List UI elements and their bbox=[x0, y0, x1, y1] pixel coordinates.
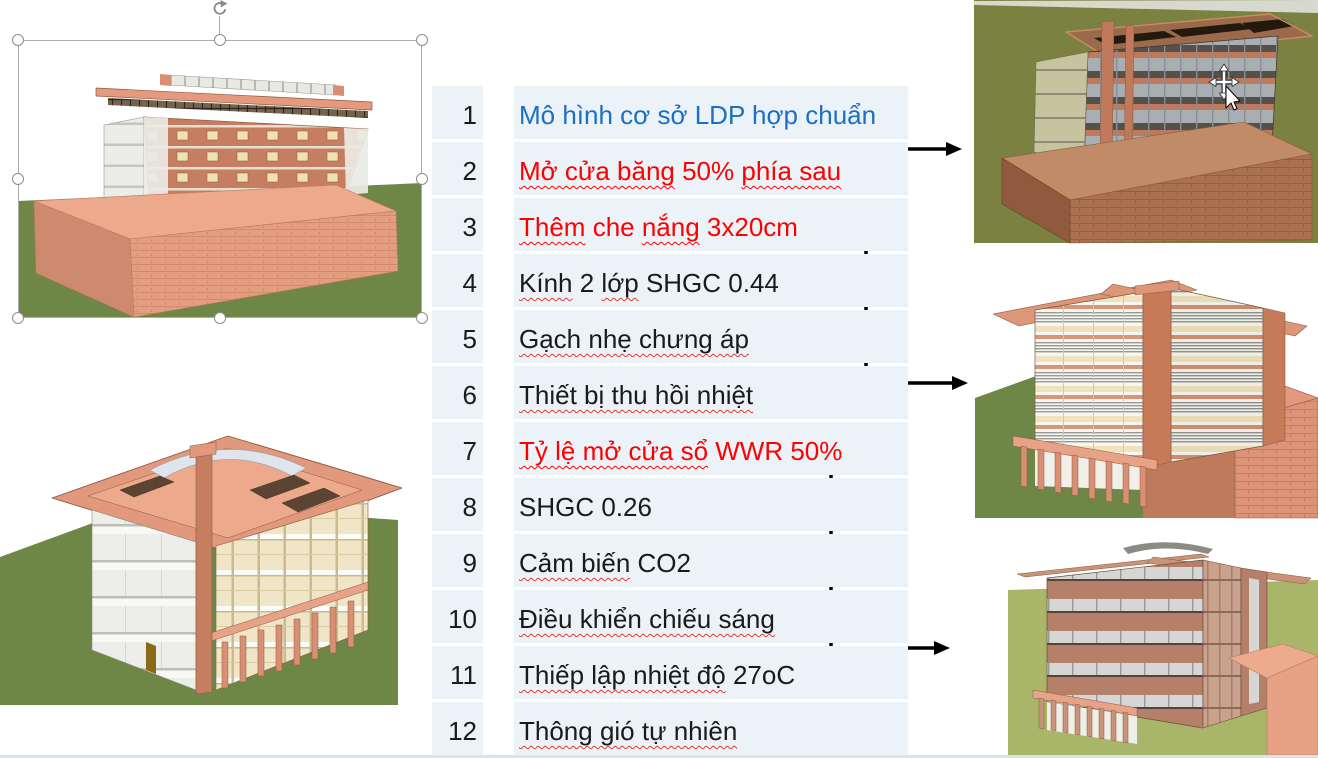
row-text: Cảm biến CO2 bbox=[514, 534, 908, 587]
text-run: Kính bbox=[519, 268, 573, 298]
arrowhead-row3 bbox=[952, 376, 968, 390]
figure-proposed-model[interactable] bbox=[0, 435, 403, 705]
selection-handle-n[interactable] bbox=[214, 34, 226, 46]
table-row[interactable]: 9 Cảm biến CO2 bbox=[432, 534, 908, 587]
bottom-edge-strip bbox=[0, 755, 1318, 758]
text-run: SHGC 0.26 bbox=[519, 492, 652, 522]
row-number: 6 bbox=[432, 366, 483, 419]
row-number: 8 bbox=[432, 478, 483, 531]
row-text: Thiếp lập nhiệt độ 27oC bbox=[514, 646, 908, 699]
row-text: Mở cửa băng 50% phía sau bbox=[514, 142, 908, 195]
figure-base-model[interactable] bbox=[18, 74, 422, 318]
table-row[interactable]: 6 Thiết bị thu hồi nhiệt bbox=[432, 366, 908, 419]
rotate-cw-icon[interactable] bbox=[209, 0, 231, 17]
row-text: Điều khiển chiếu sáng bbox=[514, 590, 908, 643]
text-run: 3x20cm bbox=[699, 212, 798, 242]
arrowhead-row7 bbox=[934, 641, 950, 655]
text-run: phía sau bbox=[741, 156, 842, 186]
text-run: SHGC 0.44 bbox=[638, 268, 779, 298]
arrowhead-row2 bbox=[946, 142, 962, 156]
table-row[interactable]: 1 Mô hình cơ sở LDP hợp chuẩn bbox=[432, 86, 908, 139]
text-run: CO2 bbox=[630, 548, 691, 578]
text-run: Thiếp lập nhiệt độ bbox=[519, 660, 726, 690]
text-run: lớp bbox=[601, 268, 639, 298]
row-number: 12 bbox=[432, 702, 483, 755]
row-number: 5 bbox=[432, 310, 483, 363]
text-run: Mô hình cơ sở LDP hợp chuẩn bbox=[519, 100, 877, 130]
row-number: 1 bbox=[432, 86, 483, 139]
selection-handle-sw[interactable] bbox=[12, 312, 24, 324]
text-run: 2 bbox=[572, 268, 602, 298]
row-text: Mô hình cơ sở LDP hợp chuẩn bbox=[514, 86, 908, 139]
text-run: Thiết bị thu hồi nhiệt bbox=[519, 380, 754, 410]
text-run: Thêm bbox=[519, 212, 586, 242]
table-row[interactable]: 3 Thêm che nắng 3x20cm bbox=[432, 198, 908, 251]
row-number: 4 bbox=[432, 254, 483, 307]
table-row[interactable]: 11 Thiếp lập nhiệt độ 27oC bbox=[432, 646, 908, 699]
text-run: Mở cửa băng bbox=[519, 156, 675, 186]
row-number: 10 bbox=[432, 590, 483, 643]
row-text: Thiết bị thu hồi nhiệt bbox=[514, 366, 908, 419]
text-run: 50% bbox=[674, 156, 742, 186]
selection-handle-s[interactable] bbox=[214, 312, 226, 324]
selection-handle-w[interactable] bbox=[12, 173, 24, 185]
text-run: WWR 50% bbox=[708, 436, 843, 466]
row-text: SHGC 0.26 bbox=[514, 478, 908, 531]
table-row[interactable]: 12 Thông gió tự nhiên bbox=[432, 702, 908, 755]
table-row[interactable]: 5 Gạch nhẹ chưng áp bbox=[432, 310, 908, 363]
row-number: 11 bbox=[432, 646, 483, 699]
text-run: Cảm biến bbox=[519, 548, 631, 578]
text-run: Gạch nhẹ chưng áp bbox=[519, 324, 749, 354]
text-run: Tỷ lệ mở cửa sổ bbox=[519, 436, 709, 466]
table-row[interactable]: 4 Kính 2 lớp SHGC 0.44 bbox=[432, 254, 908, 307]
figure-variant-open-rear[interactable] bbox=[974, 0, 1318, 244]
row-text: Thêm che nắng 3x20cm bbox=[514, 198, 908, 251]
row-number: 9 bbox=[432, 534, 483, 587]
text-run: nắng bbox=[641, 212, 700, 242]
row-text: Kính 2 lớp SHGC 0.44 bbox=[514, 254, 908, 307]
row-number: 3 bbox=[432, 198, 483, 251]
figure-variant-shading[interactable] bbox=[975, 279, 1318, 519]
text-run: Điều khiển chiếu sáng bbox=[519, 604, 775, 634]
move-cursor-icon bbox=[1208, 63, 1241, 111]
table-row[interactable]: 2 Mở cửa băng 50% phía sau bbox=[432, 142, 908, 195]
text-run: Thông gió tự nhiên bbox=[519, 716, 738, 746]
row-text: Tỷ lệ mở cửa sổ WWR 50% bbox=[514, 422, 908, 475]
selection-handle-ne[interactable] bbox=[416, 34, 428, 46]
row-text: Thông gió tự nhiên bbox=[514, 702, 908, 755]
rotate-handle-stem bbox=[219, 16, 220, 40]
row-text: Gạch nhẹ chưng áp bbox=[514, 310, 908, 363]
selection-handle-se[interactable] bbox=[416, 312, 428, 324]
pointer-arrow-icon bbox=[1225, 85, 1241, 111]
row-number: 7 bbox=[432, 422, 483, 475]
text-run: che bbox=[585, 212, 642, 242]
selection-handle-nw[interactable] bbox=[12, 34, 24, 46]
row-number: 2 bbox=[432, 142, 483, 195]
figure-variant-wwr[interactable] bbox=[1008, 542, 1318, 756]
text-run: 27oC bbox=[725, 660, 796, 690]
table-row[interactable]: 7 Tỷ lệ mở cửa sổ WWR 50% bbox=[432, 422, 908, 475]
selection-handle-e[interactable] bbox=[416, 173, 428, 185]
table-row[interactable]: 8 SHGC 0.26 bbox=[432, 478, 908, 531]
table-row[interactable]: 10 Điều khiển chiếu sáng bbox=[432, 590, 908, 643]
